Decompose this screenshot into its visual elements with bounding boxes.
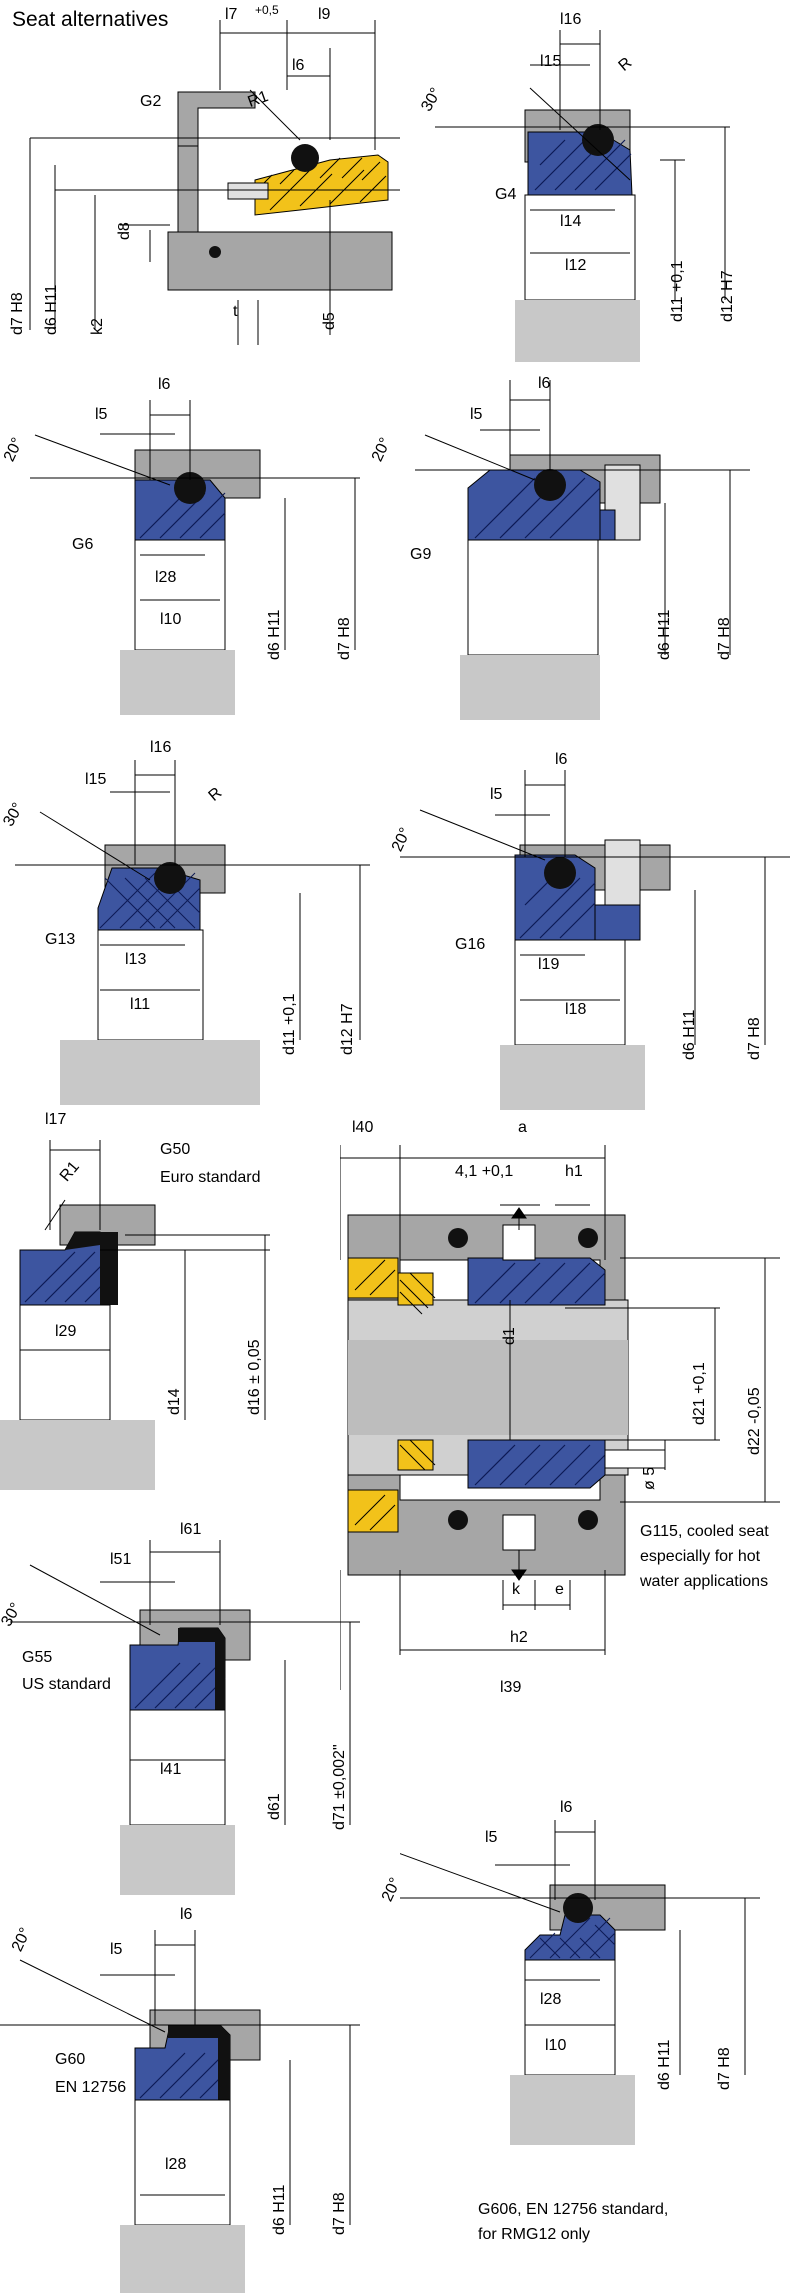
dim-l18: l18	[565, 1001, 587, 1018]
seat-g16-drawing	[400, 770, 790, 1110]
dim-d8: d8	[116, 222, 133, 240]
dim-h1: h1	[565, 1163, 583, 1180]
dim-d12: d12 H7	[339, 1003, 356, 1055]
dim-d7: d7 H8	[9, 292, 26, 335]
dim-a: a	[518, 1119, 527, 1136]
dim-l6: l6	[555, 751, 568, 768]
dim-l9: l9	[318, 6, 331, 23]
dim-l5: l5	[110, 1941, 123, 1958]
seat-name-g6: G6	[72, 536, 94, 553]
dim-d7: d7 H8	[746, 1017, 763, 1060]
dim-l40: l40	[352, 1119, 374, 1136]
dim-h2: h2	[510, 1629, 528, 1646]
dim-l51: l51	[110, 1551, 132, 1568]
dim-l11: l11	[130, 996, 151, 1013]
dim-4-1: 4,1 +0,1	[455, 1163, 514, 1180]
dim-l16: l16	[150, 739, 172, 756]
dim-l5: l5	[470, 406, 483, 423]
page-title: Seat alternatives	[12, 8, 169, 31]
seat-caption-g60: EN 12756	[55, 2079, 127, 2096]
dim-d7: d7 H8	[331, 2192, 348, 2235]
dim-l6: l6	[538, 375, 551, 392]
seat-caption-g55: US standard	[22, 1676, 111, 1693]
dim-l10: l10	[160, 611, 182, 628]
seat-name-g60: G60	[55, 2051, 86, 2068]
dim-l15: l15	[540, 53, 562, 70]
seat-name-g16: G16	[455, 936, 486, 953]
dim-l28: l28	[165, 2156, 187, 2173]
seat-g13-drawing	[15, 760, 370, 1105]
dim-l41: l41	[160, 1761, 182, 1778]
seat-g4-drawing	[435, 30, 730, 362]
dim-k2: k2	[89, 318, 106, 335]
seat-caption-g606: G606, EN 12756 standard, for RMG12 only	[478, 2201, 669, 2243]
dim-d11: d11 +0,1	[281, 993, 298, 1055]
seat-caption-g115: G115, cooled seat especially for hot wat…	[640, 1523, 769, 1590]
dim-l5: l5	[95, 406, 108, 423]
seat-name-g4: G4	[495, 186, 517, 203]
dim-t: t	[233, 303, 238, 320]
dim-l28: l28	[155, 569, 177, 586]
dim-d6: d6 H11	[681, 1009, 698, 1060]
seat-g60-drawing	[0, 1930, 360, 2293]
seat-g9-drawing	[415, 380, 750, 720]
dim-d22: d22 -0,05	[746, 1387, 763, 1455]
dim-d14: d14	[166, 1388, 183, 1415]
dim-d61: d61	[266, 1793, 283, 1820]
dim-l6: l6	[180, 1906, 193, 1923]
dim-d12: d12 H7	[719, 270, 736, 322]
dim-e: e	[555, 1581, 564, 1598]
dim-l39: l39	[500, 1679, 522, 1696]
dim-d7: d7 H8	[336, 617, 353, 660]
seat-g606-drawing	[400, 1820, 760, 2145]
dim-d1: d1	[501, 1327, 518, 1345]
dim-d7: d7 H8	[716, 2047, 733, 2090]
dim-l6: l6	[158, 376, 171, 393]
dim-d6: d6 H11	[656, 609, 673, 660]
dim-d6: d6 H11	[266, 609, 283, 660]
seat-g6-drawing	[30, 400, 360, 715]
dim-l6: l6	[560, 1799, 573, 1816]
dim-l17: l17	[45, 1111, 67, 1128]
dim-bore-5: ø 5	[641, 1466, 658, 1490]
seat-name-g55: G55	[22, 1649, 53, 1666]
dim-l29: l29	[55, 1323, 77, 1340]
dim-l12: l12	[565, 257, 587, 274]
dim-l19: l19	[538, 956, 560, 973]
dim-l5: l5	[490, 786, 503, 803]
dim-d16: d16 ± 0,05	[246, 1339, 263, 1415]
dim-l13: l13	[125, 951, 147, 968]
seat-caption-g50: Euro standard	[160, 1169, 261, 1186]
dim-l7: l7	[225, 6, 238, 23]
dim-d11: d11 +0,1	[669, 260, 686, 322]
dim-l14: l14	[560, 213, 582, 230]
dim-l5: l5	[485, 1829, 498, 1846]
dim-l16: l16	[560, 11, 582, 28]
seat-name-g13: G13	[45, 931, 76, 948]
seat-name-g9: G9	[410, 546, 432, 563]
seat-g55-drawing	[10, 1540, 360, 1895]
dim-l15: l15	[85, 771, 107, 788]
dim-d6: d6 H11	[271, 2184, 288, 2235]
dim-l10: l10	[545, 2037, 567, 2054]
dim-d6: d6 H11	[656, 2039, 673, 2090]
dim-d21: d21 +0,1	[691, 1362, 708, 1425]
dim-d6: d6 H11	[43, 284, 60, 335]
seat-name-g50: G50	[160, 1141, 191, 1158]
seat-g50-drawing	[0, 1140, 270, 1490]
dim-l28: l28	[540, 1991, 562, 2008]
dim-l61: l61	[180, 1521, 202, 1538]
seat-name-g2: G2	[140, 93, 162, 110]
dim-d71: d71 ±0,002"	[331, 1744, 348, 1830]
dim-tolerance: +0,5	[255, 3, 279, 17]
dim-d7: d7 H8	[716, 617, 733, 660]
seat-g115-drawing	[340, 1145, 780, 1690]
seat-g2-drawing	[29, 20, 400, 345]
dim-k: k	[512, 1581, 520, 1598]
dim-d5: d5	[321, 312, 338, 330]
dim-l6: l6	[292, 57, 305, 74]
